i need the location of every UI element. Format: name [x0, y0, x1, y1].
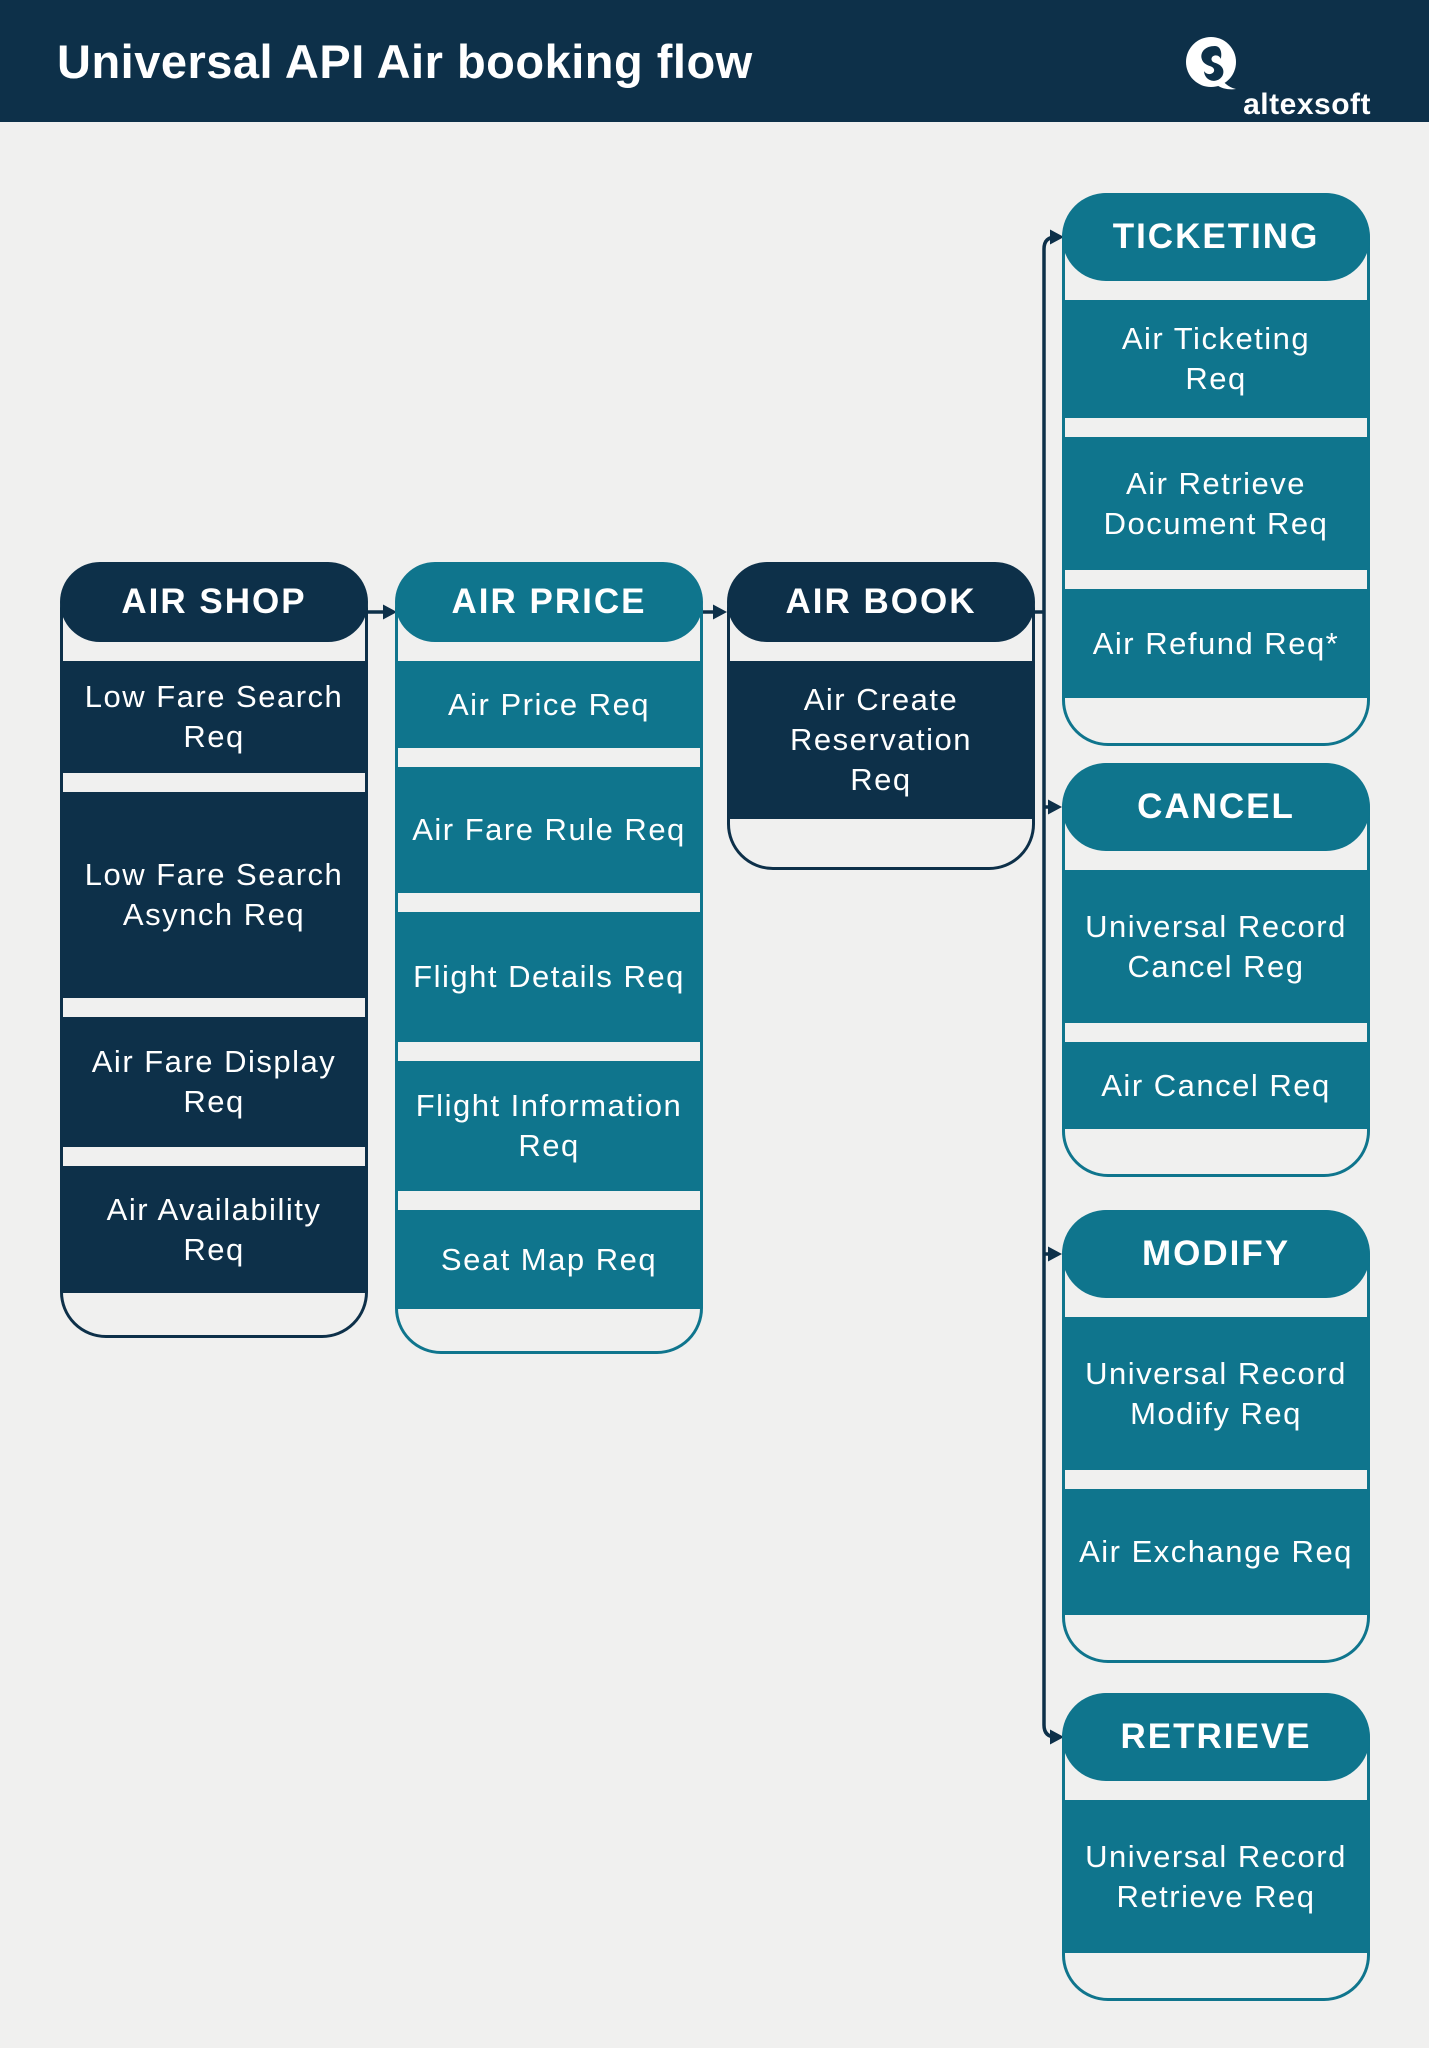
stage-retrieve-header: RETRIEVE	[1062, 1693, 1370, 1781]
stage-air-book-header: AIR BOOK	[727, 562, 1035, 642]
flow-item: Air Price Req	[398, 661, 700, 748]
altexsoft-logo-text: altexsoft	[1243, 88, 1371, 121]
stage-air-shop: AIR SHOP Low Fare Search Req Low Fare Se…	[60, 562, 368, 1338]
flow-item: Low Fare Search Req	[63, 661, 365, 773]
flow-item: Air Retrieve Document Req	[1065, 437, 1367, 570]
page-title: Universal API Air booking flow	[57, 34, 753, 88]
arrow-price-to-book-head	[713, 604, 727, 620]
flow-item: Air Fare Display Req	[63, 1017, 365, 1147]
arrow-to-cancel-head	[1048, 799, 1062, 815]
flow-item: Seat Map Req	[398, 1210, 700, 1309]
title-bar: Universal API Air booking flow altexsoft	[0, 0, 1429, 122]
stage-cancel-header: CANCEL	[1062, 763, 1370, 851]
flow-item: Universal Record Cancel Reg	[1065, 870, 1367, 1023]
flow-item: Air Refund Req*	[1065, 589, 1367, 698]
stage-ticketing: TICKETING Air Ticketing Req Air Retrieve…	[1062, 193, 1370, 746]
flow-item: Air Create Reservation Req	[730, 661, 1032, 819]
flow-item: Air Cancel Req	[1065, 1042, 1367, 1129]
flow-item: Universal Record Modify Req	[1065, 1317, 1367, 1470]
altexsoft-logo: altexsoft	[1186, 36, 1371, 122]
stage-cancel: CANCEL Universal Record Cancel Reg Air C…	[1062, 763, 1370, 1177]
flow-item: Universal Record Retrieve Req	[1065, 1800, 1367, 1953]
stage-modify-header: MODIFY	[1062, 1210, 1370, 1298]
flow-item: Air Ticketing Req	[1065, 300, 1367, 418]
arrow-trunk-line	[1042, 235, 1057, 1739]
flow-item: Flight Details Req	[398, 912, 700, 1042]
stage-ticketing-header: TICKETING	[1062, 193, 1370, 281]
stage-air-price: AIR PRICE Air Price Req Air Fare Rule Re…	[395, 562, 703, 1354]
flow-item: Flight Information Req	[398, 1061, 700, 1191]
stage-air-book: AIR BOOK Air Create Reservation Req	[727, 562, 1035, 870]
stage-air-shop-header: AIR SHOP	[60, 562, 368, 642]
flow-item: Air Availability Req	[63, 1166, 365, 1293]
stage-air-price-header: AIR PRICE	[395, 562, 703, 642]
flow-item: Low Fare Search Asynch Req	[63, 792, 365, 998]
flow-item: Air Exchange Req	[1065, 1489, 1367, 1615]
flow-item: Air Fare Rule Req	[398, 767, 700, 893]
arrow-to-modify-head	[1048, 1246, 1062, 1262]
altexsoft-logo-icon	[1186, 37, 1237, 90]
stage-modify: MODIFY Universal Record Modify Req Air E…	[1062, 1210, 1370, 1663]
stage-retrieve: RETRIEVE Universal Record Retrieve Req	[1062, 1693, 1370, 2001]
